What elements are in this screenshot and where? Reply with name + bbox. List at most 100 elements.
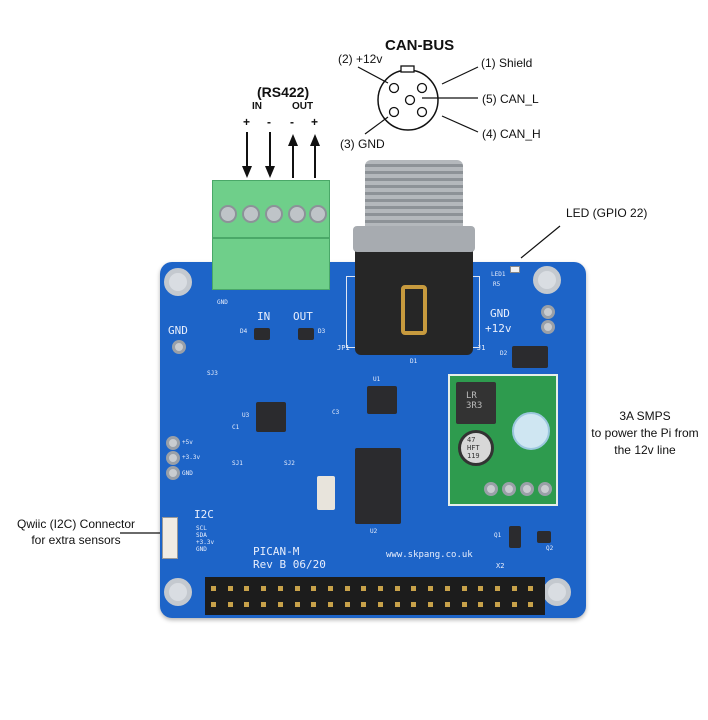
header-pin bbox=[428, 602, 434, 607]
header-pin bbox=[277, 602, 283, 607]
silk-gnd: GND bbox=[182, 470, 193, 477]
silk-sj2: SJ2 bbox=[284, 460, 295, 467]
rs422-terminal-block[interactable] bbox=[212, 180, 330, 290]
led-annotation: LED (GPIO 22) bbox=[566, 206, 648, 220]
terminal-screw[interactable] bbox=[265, 205, 283, 223]
header-pin bbox=[311, 602, 317, 607]
qwiic-line: Qwiic (I2C) Connector bbox=[16, 517, 136, 531]
silk-r5: R5 bbox=[493, 281, 501, 288]
header-pin bbox=[361, 602, 367, 607]
terminal-screw[interactable] bbox=[288, 205, 306, 223]
led-gpio22 bbox=[510, 266, 520, 273]
silk-gnd: GND bbox=[490, 307, 510, 320]
qwiic-connector[interactable] bbox=[162, 517, 178, 559]
diode-d2 bbox=[512, 346, 548, 368]
mounting-hole bbox=[533, 266, 561, 294]
board-revision: Rev B 06/20 bbox=[253, 558, 326, 571]
silk-5v: +5v bbox=[182, 439, 193, 446]
silk-u2: U2 bbox=[370, 528, 378, 535]
qwiic-line: for extra sensors bbox=[31, 533, 121, 547]
silk-sj3: SJ3 bbox=[207, 370, 218, 377]
header-pin bbox=[478, 586, 484, 591]
silk-led1: LED1 bbox=[491, 271, 506, 278]
smps-pad bbox=[520, 482, 534, 496]
header-pin bbox=[211, 586, 216, 591]
connector-pins bbox=[401, 285, 427, 335]
inductor: LR 3R3 bbox=[456, 382, 496, 424]
header-pin bbox=[294, 586, 300, 591]
silk-in: IN bbox=[257, 310, 271, 323]
gpio-header-x2 bbox=[205, 577, 545, 615]
chip-u2 bbox=[355, 448, 401, 524]
silk-q1: Q1 bbox=[494, 532, 502, 539]
header-pin bbox=[378, 586, 383, 591]
silk-3v3: +3.3v bbox=[182, 454, 201, 461]
capacitor bbox=[512, 412, 550, 450]
transistor-q1 bbox=[509, 526, 521, 548]
gnd-pad bbox=[541, 305, 555, 319]
header-pin bbox=[528, 586, 534, 591]
diode-d4 bbox=[254, 328, 270, 340]
header-pin bbox=[411, 602, 417, 607]
header-pin bbox=[394, 586, 400, 591]
silk-gnd: GND bbox=[196, 546, 207, 553]
smps-pad bbox=[484, 482, 498, 496]
transistor-q2 bbox=[537, 531, 551, 543]
terminal-screw[interactable] bbox=[219, 205, 237, 223]
smps-annotation: 3A SMPS to power the Pi from the 12v lin… bbox=[585, 408, 705, 459]
smps-module: LR 3R3 47 HFT 119 bbox=[448, 374, 558, 506]
diode-d3 bbox=[298, 328, 314, 340]
header-pin bbox=[294, 602, 300, 607]
silk-c1: C1 bbox=[232, 424, 240, 431]
header-pin bbox=[494, 586, 500, 591]
silk-c3: C3 bbox=[332, 409, 340, 416]
silk-jp1: JP1 bbox=[337, 344, 350, 352]
3v3-pad bbox=[166, 451, 180, 465]
silk-x2: X2 bbox=[496, 562, 505, 570]
inductor-label: LR 3R3 bbox=[466, 391, 483, 411]
header-pin bbox=[211, 602, 216, 607]
pin5-label: (5) CAN_L bbox=[482, 92, 539, 106]
sign-out-minus: - bbox=[290, 115, 294, 129]
silk-d2: D2 bbox=[500, 350, 508, 357]
header-pin bbox=[227, 602, 233, 607]
header-pin bbox=[327, 602, 333, 607]
m12-nut bbox=[353, 226, 475, 252]
smps-line: 3A SMPS bbox=[619, 409, 671, 423]
header-pin bbox=[494, 602, 500, 607]
rs422-title: (RS422) bbox=[257, 84, 310, 100]
mounting-hole bbox=[164, 578, 192, 606]
silk-d4: D4 bbox=[240, 328, 248, 335]
pin3-label: (3) GND bbox=[340, 137, 385, 151]
silk-sda: SDA bbox=[196, 532, 207, 539]
gnd-pad bbox=[166, 466, 180, 480]
header-pin bbox=[461, 602, 467, 607]
header-pin bbox=[227, 586, 233, 591]
terminal-screw[interactable] bbox=[242, 205, 260, 223]
silk-u3: U3 bbox=[242, 412, 250, 419]
sign-in-minus: - bbox=[267, 115, 271, 129]
terminal-screw[interactable] bbox=[309, 205, 327, 223]
sign-out-plus: + bbox=[311, 115, 319, 129]
header-pin bbox=[344, 586, 350, 591]
header-pin bbox=[411, 586, 417, 591]
silk-12v: +12v bbox=[485, 322, 512, 335]
silk-u1: U1 bbox=[373, 376, 381, 383]
header-pin bbox=[327, 586, 333, 591]
smps-line: to power the Pi from bbox=[591, 426, 699, 440]
chip-u1 bbox=[367, 386, 397, 414]
pin1-label: (1) Shield bbox=[481, 56, 533, 70]
header-pin bbox=[361, 586, 367, 591]
header-pin bbox=[261, 602, 267, 607]
silk-j1: J1 bbox=[477, 344, 486, 352]
rs422-in-label: IN bbox=[252, 101, 262, 112]
header-pin bbox=[511, 586, 517, 591]
board-name: PICAN-M bbox=[253, 545, 300, 558]
silk-gnd: GND bbox=[168, 324, 188, 337]
silk-sj1: SJ1 bbox=[232, 460, 243, 467]
header-pin bbox=[444, 602, 450, 607]
silk-out: OUT bbox=[293, 310, 313, 323]
rs422-out-label: OUT bbox=[292, 101, 314, 112]
crystal-y2 bbox=[317, 476, 335, 510]
m12-connector-base bbox=[355, 245, 473, 355]
